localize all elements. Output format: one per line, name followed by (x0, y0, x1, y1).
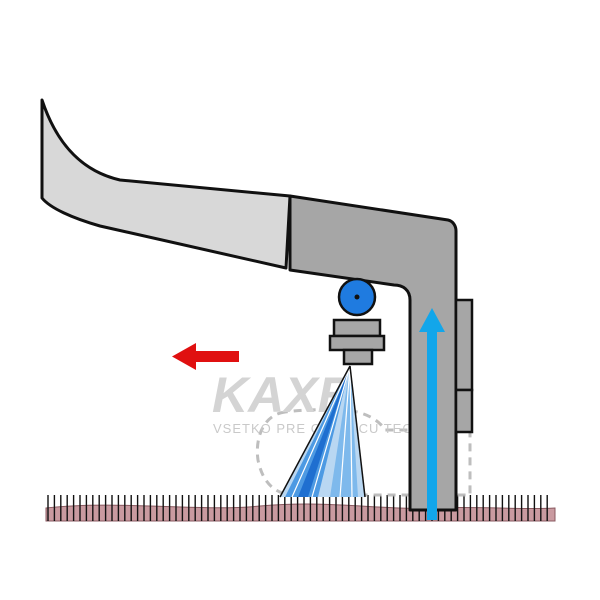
carpet-soil (45, 503, 556, 522)
spray-fan (279, 365, 366, 498)
wand-tube (40, 98, 292, 270)
head-side-block-upper (454, 298, 474, 392)
wand-head (288, 194, 458, 512)
spray-nozzle (328, 277, 386, 366)
nozzle-body (332, 318, 382, 338)
nozzle-swivel-hub (354, 294, 360, 300)
head-side-block-lower (454, 388, 474, 434)
arrow-left-icon (172, 343, 239, 370)
arrow-up-icon (419, 308, 445, 520)
nozzle-nut (328, 334, 386, 352)
nozzle-tip (342, 348, 374, 366)
